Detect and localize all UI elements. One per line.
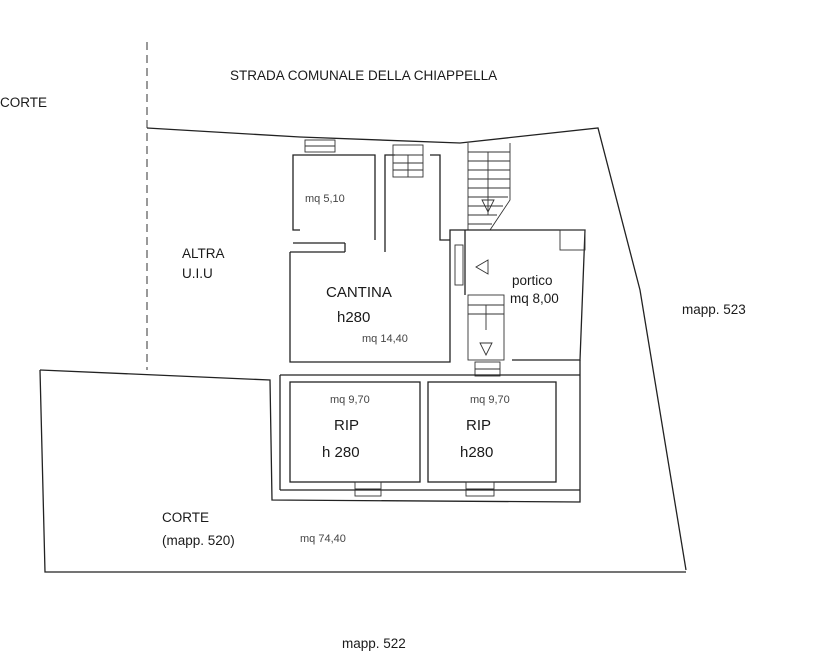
cantina-name: CANTINA [326,284,392,301]
small-room-walls [292,154,376,240]
rip-left-height: h 280 [322,444,360,461]
portico-area: mq 8,00 [510,291,559,306]
street-label: STRADA COMUNALE DELLA CHIAPPELLA [230,68,497,83]
rip-left-name: RIP [334,417,359,434]
stairs-inner-steps [474,361,501,377]
mapp-522-label: mapp. 522 [342,636,406,651]
altra-label-1: ALTRA [182,246,225,261]
stairs-top [392,144,424,178]
rip-right-height: h280 [460,444,493,461]
stairs-inner-arrow [479,342,493,357]
cantina-height: h280 [337,309,370,326]
portico-door [454,244,464,286]
corte-area-label: mq 74,40 [300,533,346,545]
altra-label-2: U.I.U [182,266,213,281]
stairs-inner [467,294,505,361]
corte-top-left-label: CORTE [0,95,47,110]
property-boundary-lower [39,360,581,503]
property-boundary-upper [146,127,687,571]
portico-name: portico [512,273,553,288]
rip-right-door [465,481,495,497]
rip-right-name: RIP [466,417,491,434]
cantina-walls [289,229,465,363]
portico-arrow-left [475,259,489,275]
court-boundary [39,369,686,573]
stairs-arrow-down [481,199,495,214]
portico-column [559,229,586,251]
portico-walls [465,229,586,361]
rip-right-area: mq 9,70 [470,394,510,406]
small-room-area: mq 5,10 [305,193,345,205]
mapp-523-label: mapp. 523 [682,302,746,317]
stairs-main [467,143,511,231]
corte-bottom-label-2: (mapp. 520) [162,533,235,548]
corte-bottom-label-1: CORTE [162,510,209,525]
cantina-right-wall [430,154,450,241]
rip-left-area: mq 9,70 [330,394,370,406]
rip-left-door [354,481,382,497]
cantina-inner-wall [384,154,395,252]
cantina-area: mq 14,40 [362,333,408,345]
top-window-1 [304,139,336,153]
